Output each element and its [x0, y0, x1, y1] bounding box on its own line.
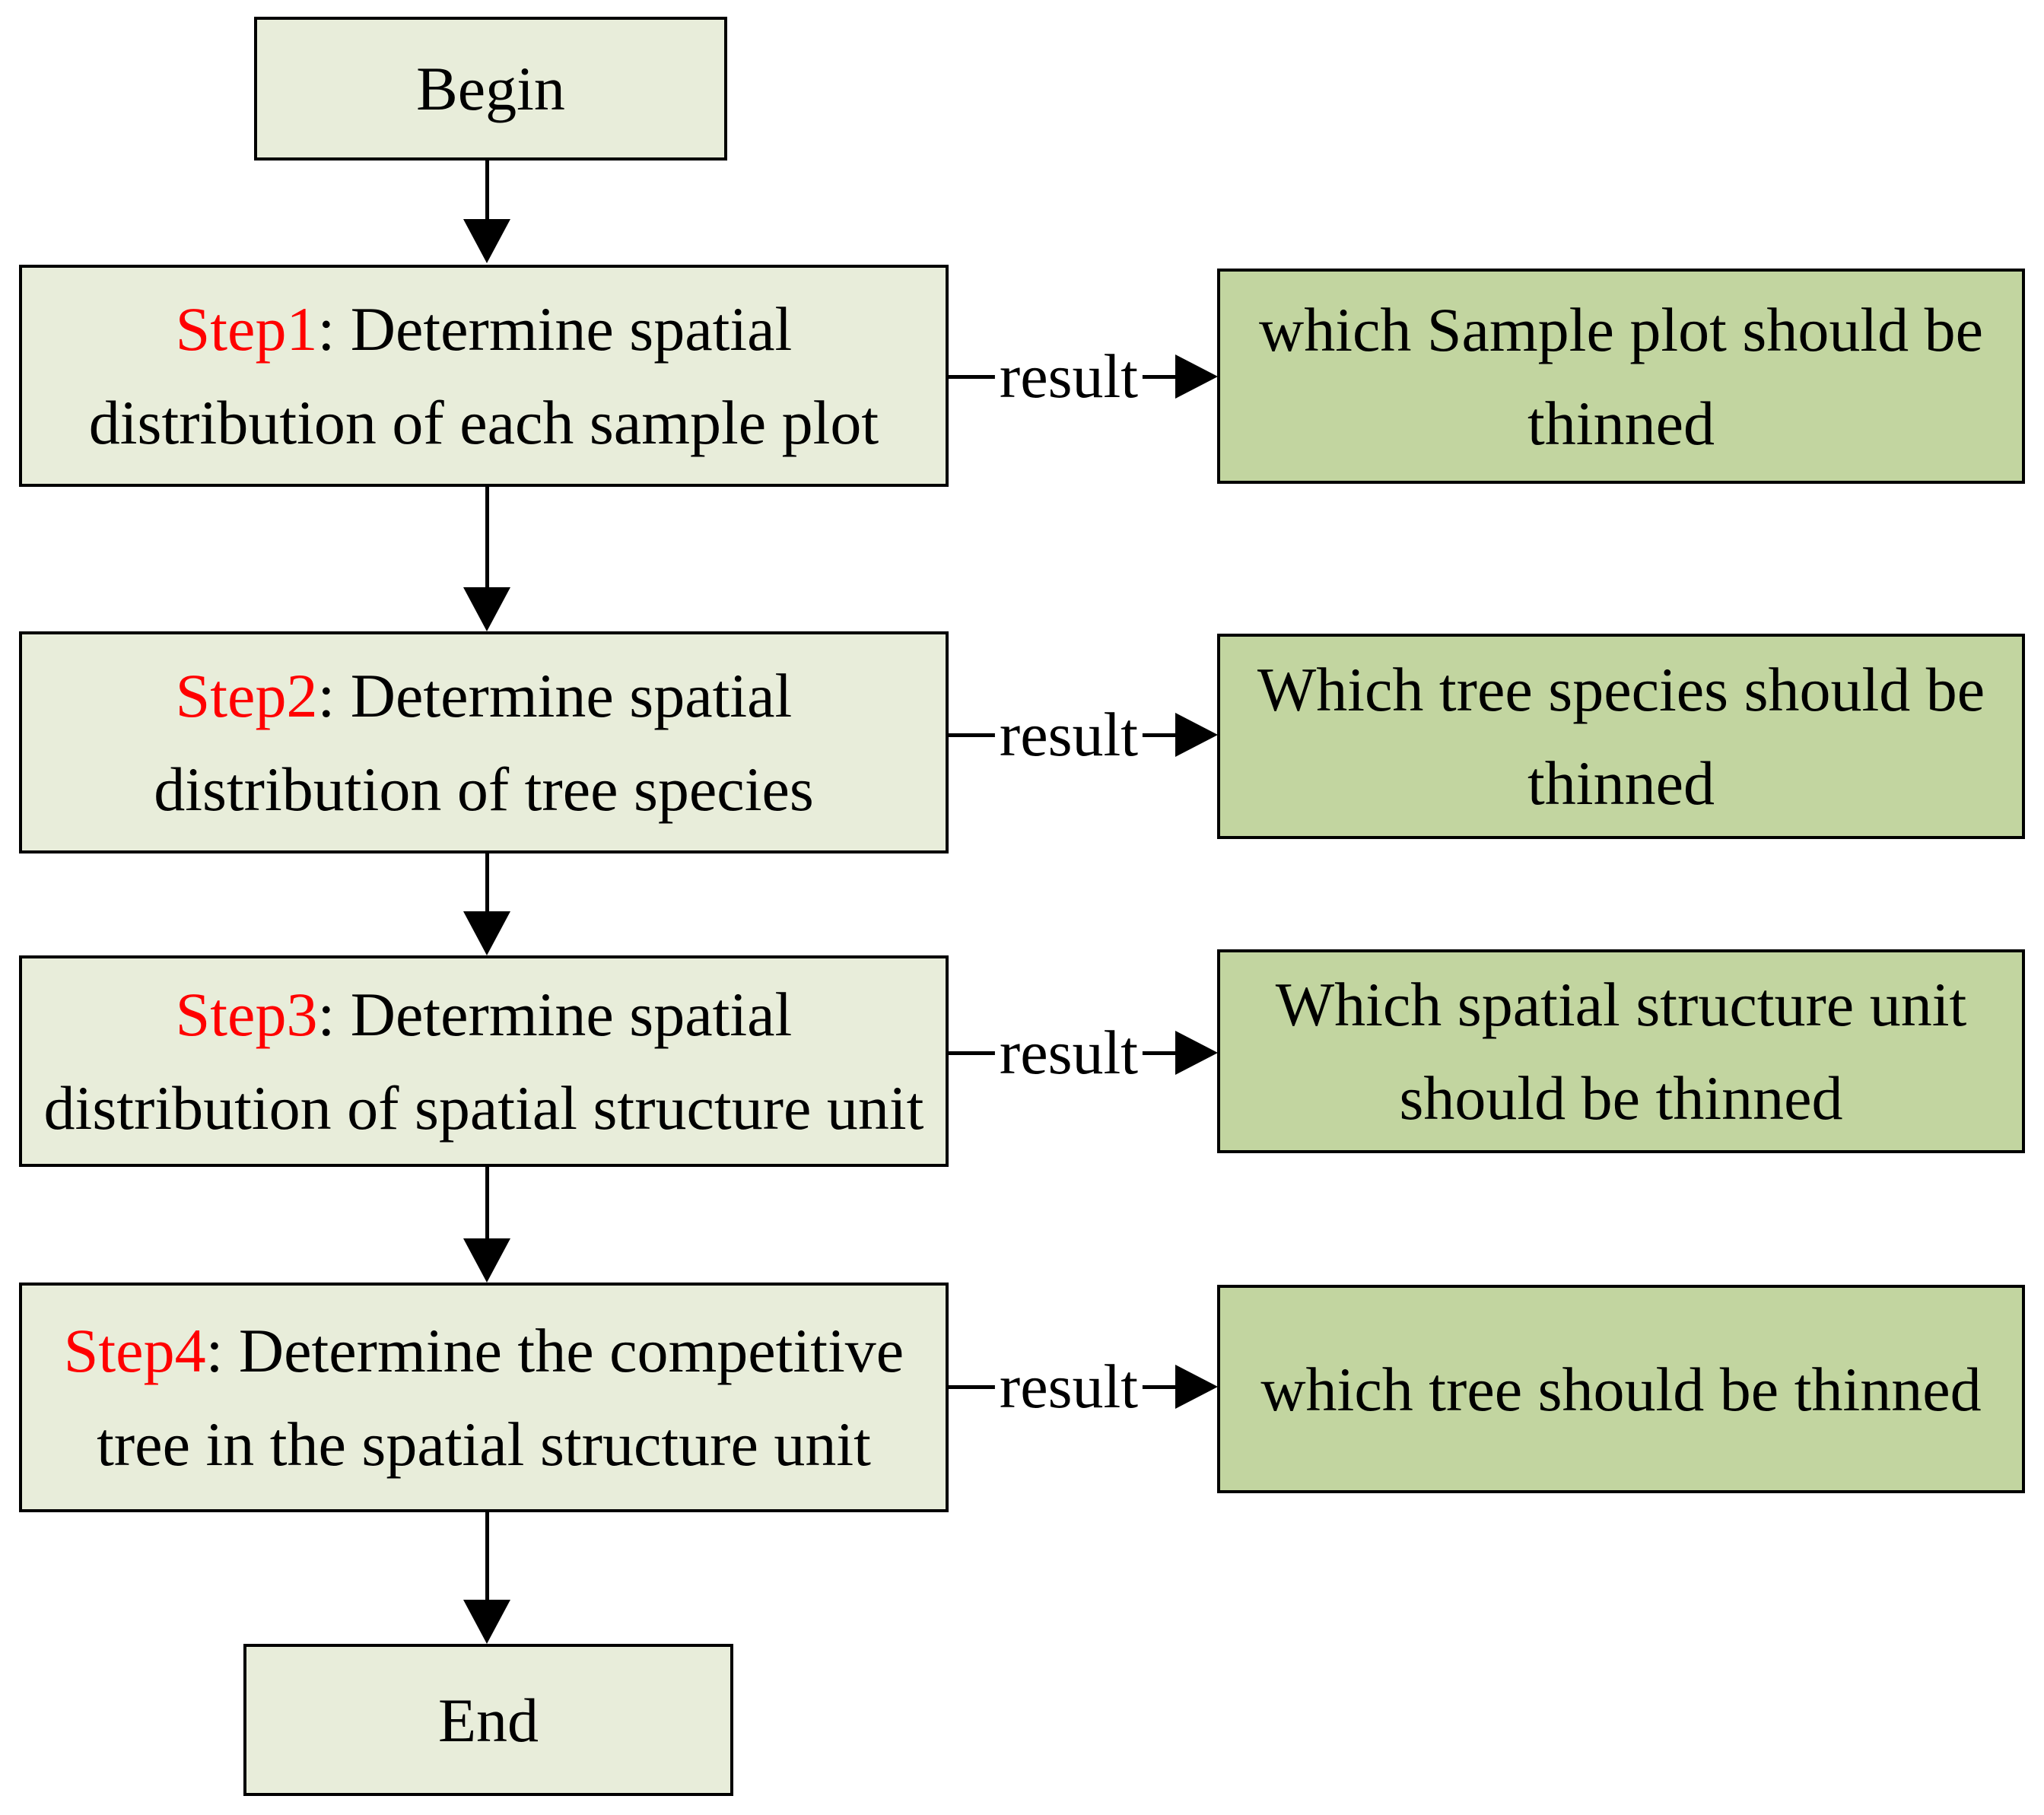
step3-prefix: Step3	[175, 980, 318, 1049]
result-connector-1-arrowhead-icon	[1175, 354, 1218, 399]
step2-prefix: Step2	[175, 661, 318, 730]
step4-body: : Determine the competitive tree in the …	[97, 1316, 904, 1479]
step4-prefix: Step4	[63, 1316, 206, 1385]
result-connector-3-arrowhead-icon	[1175, 1031, 1218, 1075]
connector-step1-step2-arrowhead-icon	[463, 587, 510, 631]
step2-node: Step2: Determine spatial distribution of…	[19, 631, 949, 853]
connector-step3-step4-arrowhead-icon	[463, 1238, 510, 1283]
end-node: End	[243, 1644, 733, 1796]
step3-node: Step3: Determine spatial distribution of…	[19, 955, 949, 1167]
result2-node: Which tree species should be thinned	[1217, 634, 2025, 839]
result-connector-3-label: result	[994, 1018, 1143, 1088]
connector-step2-step3-arrowhead-icon	[463, 911, 510, 955]
step3-text: Step3: Determine spatial distribution of…	[40, 968, 927, 1155]
end-label: End	[437, 1685, 539, 1755]
connector-step4-end-arrowhead-icon	[463, 1600, 510, 1644]
step3-body: : Determine spatial distribution of spat…	[43, 980, 924, 1143]
result4-text: which tree should be thinned	[1260, 1354, 1982, 1424]
result3-node: Which spatial structure unit should be t…	[1217, 949, 2025, 1153]
connector-begin-step1-line	[485, 161, 489, 223]
result1-text: which Sample plot should be thinned	[1258, 294, 1983, 458]
result4-node: which tree should be thinned	[1217, 1285, 2025, 1493]
connector-step2-step3-line	[485, 853, 489, 914]
step1-body: : Determine spatial distribution of each…	[88, 294, 879, 457]
connector-begin-step1-arrowhead-icon	[463, 219, 510, 263]
step2-body: : Determine spatial distribution of tree…	[154, 661, 814, 824]
connector-step4-end-line	[485, 1512, 489, 1602]
result-connector-1-label: result	[994, 342, 1143, 412]
begin-node: Begin	[254, 17, 727, 161]
step2-text: Step2: Determine spatial distribution of…	[40, 649, 927, 836]
step1-text: Step1: Determine spatial distribution of…	[40, 282, 927, 469]
begin-label: Begin	[416, 54, 565, 123]
connector-step3-step4-line	[485, 1167, 489, 1241]
result-connector-4-arrowhead-icon	[1175, 1365, 1218, 1409]
result-connector-4-label: result	[994, 1352, 1143, 1422]
step4-node: Step4: Determine the competitive tree in…	[19, 1283, 949, 1512]
result-connector-2-arrowhead-icon	[1175, 713, 1218, 757]
result-connector-2-label: result	[994, 700, 1143, 770]
connector-step1-step2-line	[485, 487, 489, 590]
step1-node: Step1: Determine spatial distribution of…	[19, 265, 949, 487]
result2-text: Which tree species should be thinned	[1257, 655, 1985, 818]
step1-prefix: Step1	[175, 294, 318, 364]
result1-node: which Sample plot should be thinned	[1217, 269, 2025, 484]
result3-text: Which spatial structure unit should be t…	[1275, 970, 1967, 1133]
step4-text: Step4: Determine the competitive tree in…	[40, 1304, 927, 1491]
